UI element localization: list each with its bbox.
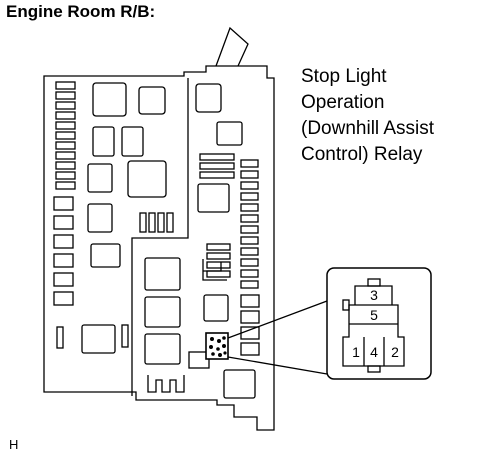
block-tab	[215, 26, 249, 67]
connector-side-key	[342, 299, 350, 311]
pin-label-bottom-left: 1	[352, 344, 360, 360]
relay-l5	[87, 163, 113, 193]
relay-r6	[144, 333, 181, 365]
relay-label-line-1: Stop Light	[301, 66, 387, 87]
relay-label-line-2: Operation	[301, 92, 385, 113]
relay-label-line-4: Control) Relay	[301, 144, 423, 165]
pin-label-top: 3	[370, 287, 378, 303]
relay-l7	[87, 203, 113, 233]
relay-r9	[240, 310, 260, 324]
right-edge-fuses	[240, 159, 259, 289]
left-fuse-column	[53, 81, 76, 306]
block-divider	[131, 78, 189, 396]
leader-line-top	[227, 300, 328, 339]
relay-r3	[197, 183, 230, 213]
relay-block-outline	[43, 65, 275, 431]
relay-l9	[81, 324, 116, 354]
target-relay-hatch	[208, 336, 227, 357]
connector-top-key	[367, 278, 381, 287]
right-fuse-stack	[199, 153, 235, 179]
callout-box	[326, 267, 432, 380]
figure-code: H	[9, 437, 19, 452]
relay-r8	[240, 294, 260, 308]
relay-label: Stop Light Operation (Downhill Assist Co…	[301, 64, 434, 168]
relay-l3	[92, 126, 115, 157]
relay-l8	[90, 243, 121, 268]
relay-r4	[144, 257, 181, 291]
relay-l1	[92, 82, 127, 117]
relay-r2	[216, 121, 243, 146]
mid-fuse-stack	[206, 243, 231, 278]
connector-bottom-key	[367, 365, 381, 373]
relay-r5	[144, 296, 181, 328]
relay-l6	[127, 160, 167, 198]
pin-label-bottom-right: 2	[391, 344, 399, 360]
leader-line-bottom	[227, 356, 328, 375]
relay-r1	[195, 83, 222, 113]
relay-r12	[223, 369, 256, 399]
serpentine-terminal-b	[147, 375, 185, 393]
serpentine-terminal-a	[202, 259, 227, 281]
relay-l4	[121, 126, 144, 157]
relay-r11	[240, 342, 260, 356]
relay-r13	[188, 351, 210, 369]
pin-label-middle: 5	[370, 307, 378, 323]
relay-r10	[240, 326, 260, 340]
diagram-title: Engine Room R/B:	[6, 2, 156, 21]
slot-l10	[56, 326, 64, 349]
relay-l2	[138, 86, 166, 115]
relay-r7	[203, 294, 229, 322]
slot-l11	[121, 324, 129, 348]
pin-label-bottom-center: 4	[370, 344, 378, 360]
vertical-fuse-row	[139, 212, 174, 233]
relay-label-line-3: (Downhill Assist	[301, 118, 435, 139]
